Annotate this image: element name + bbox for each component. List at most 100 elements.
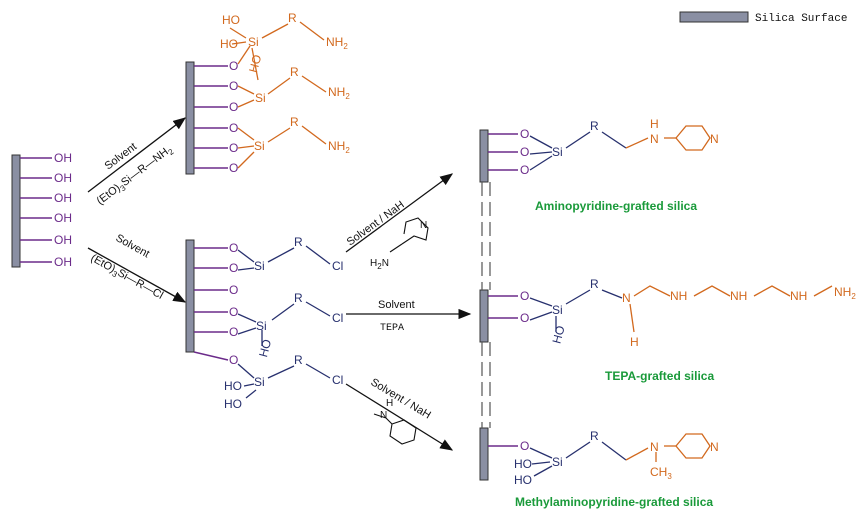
oxygen-label: O	[520, 439, 529, 453]
hydroxyl-label: HO	[549, 324, 567, 345]
r-group-label: R	[288, 11, 297, 25]
chloride-label: Cl	[332, 373, 343, 387]
nitrogen-label: N	[650, 132, 659, 146]
oh-label: OH	[54, 151, 72, 165]
hydroxyl-label: HO	[514, 473, 532, 487]
product-label: Methylaminopyridine-grafted silica	[515, 495, 713, 509]
oxygen-label: O	[229, 241, 238, 255]
silicon-label: Si	[254, 139, 265, 153]
amine-label: NH2	[328, 85, 350, 101]
product-label: TEPA-grafted silica	[605, 369, 714, 383]
chloride-label: Cl	[332, 259, 343, 273]
amine-label: NH	[670, 289, 687, 303]
silica-surface-start	[11, 154, 21, 268]
silicon-label: Si	[255, 91, 266, 105]
oh-label: OH	[54, 211, 72, 225]
oxygen-label: O	[229, 261, 238, 275]
amine-label: NH2	[328, 139, 350, 155]
amine-label: NH2	[326, 35, 348, 51]
oh-label: OH	[54, 255, 72, 269]
oh-label: OH	[54, 191, 72, 205]
r-group-label: R	[294, 353, 303, 367]
legend-swatch	[679, 11, 749, 23]
reagent-solvent: Solvent	[114, 232, 152, 260]
oxygen-label: O	[229, 79, 238, 93]
reagent-solvent-nah: Solvent / NaH	[368, 376, 432, 421]
silica-surface	[185, 61, 195, 175]
amine-label: NH2	[834, 285, 856, 301]
legend: Silica Surface	[679, 11, 847, 25]
hydroxyl-label: HO	[222, 13, 240, 27]
nitrogen-label: N	[710, 132, 719, 146]
oxygen-label: O	[229, 353, 238, 367]
oxygen-label: O	[229, 325, 238, 339]
silica-surface	[479, 427, 489, 481]
starting-silica: OH OH OH OH OH OH	[11, 151, 72, 269]
r-group-label: R	[590, 119, 599, 133]
amine-label: H2N	[370, 258, 389, 271]
nitrogen-label: N	[380, 410, 387, 421]
oh-label: OH	[54, 233, 72, 247]
oxygen-label: O	[520, 311, 529, 325]
nitrogen-label: N	[420, 220, 427, 231]
hydroxyl-label: HO	[256, 338, 274, 359]
r-group-label: R	[294, 291, 303, 305]
nitrogen-label: N	[622, 291, 631, 305]
reaction-arrow-5: Solvent / NaH N H	[345, 376, 454, 451]
chloride-label: Cl	[332, 311, 343, 325]
r-group-label: R	[590, 429, 599, 443]
oxygen-label: O	[520, 163, 529, 177]
r-group-label: R	[290, 115, 299, 129]
oxygen-label: O	[520, 289, 529, 303]
reagent-solvent: Solvent	[378, 299, 415, 311]
silica-surface	[185, 239, 195, 353]
reaction-arrow-4: Solvent TEPA	[346, 299, 472, 334]
oxygen-label: O	[229, 305, 238, 319]
product-methylaminopyridine: O Si HO HO R N CH3 N Methylaminopyridine…	[488, 429, 719, 509]
amine-label: NH	[790, 289, 807, 303]
chloro-grafted-silica: O O O O O O Si R	[185, 235, 343, 411]
hydroxyl-label: HO	[224, 397, 242, 411]
product-label: Aminopyridine-grafted silica	[535, 199, 697, 213]
legend-label: Silica Surface	[755, 13, 847, 25]
oxygen-label: O	[520, 145, 529, 159]
oxygen-label: O	[229, 121, 238, 135]
silicon-label: Si	[254, 375, 265, 389]
silicon-label: Si	[552, 455, 563, 469]
oxygen-label: O	[229, 141, 238, 155]
oh-bonds	[20, 157, 52, 263]
reaction-arrow-2: Solvent (EtO)3Si—R—Cl	[87, 232, 187, 303]
silicon-label: Si	[254, 259, 265, 273]
hydrogen-label: H	[630, 335, 639, 349]
oxygen-label: O	[520, 127, 529, 141]
silicon-label: Si	[256, 319, 267, 333]
product-aminopyridine: O O O Si R N H N Aminopyridine-grafted s…	[488, 117, 719, 213]
methyl-label: CH3	[650, 465, 672, 481]
nitrogen-label: N	[650, 440, 659, 454]
reaction-arrow-3: Solvent / NaH N H2N	[345, 173, 454, 271]
silicon-label: Si	[552, 145, 563, 159]
silica-surface	[479, 289, 489, 343]
nitrogen-label: N	[710, 440, 719, 454]
amine-label: NH	[730, 289, 747, 303]
reagent-solvent-nah: Solvent / NaH	[345, 199, 407, 249]
hydroxyl-label: HO	[514, 457, 532, 471]
methylaminopyridine-reagent-structure	[373, 413, 417, 445]
silica-surface	[479, 129, 489, 183]
oxygen-label: O	[229, 283, 238, 297]
silicon-label: Si	[248, 35, 259, 49]
reaction-arrow-1: Solvent (EtO)3Si—R—NH2	[87, 117, 187, 207]
silicon-label: Si	[552, 303, 563, 317]
product-tepa: O O Si R HO N H NH NH NH NH2	[488, 277, 856, 383]
hydroxyl-label: HO	[224, 379, 242, 393]
hydroxyl-label: HO	[246, 53, 264, 74]
product-silica-stack	[479, 129, 491, 481]
oxygen-label: O	[229, 161, 238, 175]
aminopyridine-reagent-structure	[389, 217, 429, 253]
oxygen-label: O	[229, 100, 238, 114]
hydrogen-label: H	[386, 398, 393, 409]
hydroxyl-label: HO	[220, 37, 238, 51]
r-group-label: R	[290, 65, 299, 79]
